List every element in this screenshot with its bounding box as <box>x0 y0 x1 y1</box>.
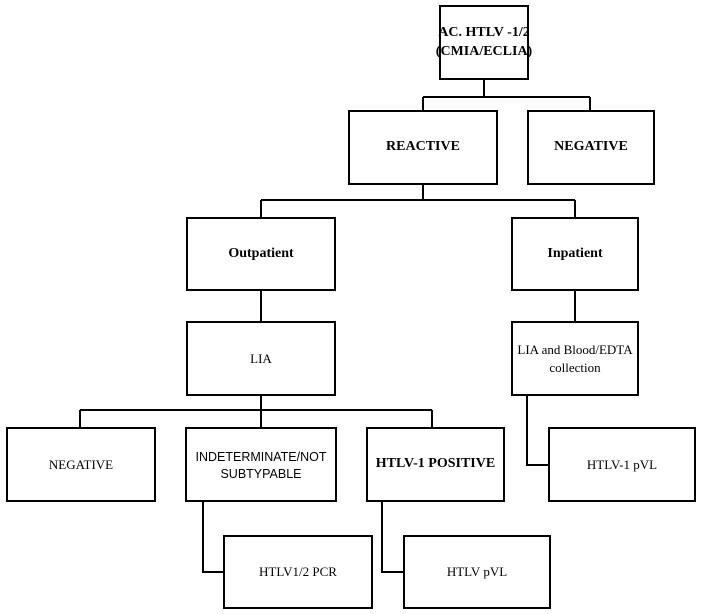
node-outpatient-label: Outpatient <box>228 245 294 261</box>
node-reactive: REACTIVE <box>348 110 498 185</box>
node-negative-lia: NEGATIVE <box>6 427 156 502</box>
node-htlv1-pvl-label: HTLV-1 pVL <box>586 456 658 472</box>
connector-positive-pvl <box>381 501 404 573</box>
node-root: AC. HTLV -1/2 (CMIA/ECLIA) <box>435 5 533 80</box>
node-negative-top: NEGATIVE <box>527 110 655 185</box>
node-htlv1-positive-label: HTLV-1 POSITIVE <box>375 456 496 472</box>
node-lia-blood-label: LIA and Blood/EDTA collection <box>517 341 633 375</box>
node-lia-blood: LIA and Blood/EDTA collection <box>511 321 639 396</box>
connector-lia-blood-pvl <box>526 395 549 466</box>
node-root-label: AC. HTLV -1/2 (CMIA/ECLIA) <box>435 24 533 59</box>
node-lia-label: LIA <box>250 350 272 366</box>
node-htlv12-pcr-label: HTLV1/2 PCR <box>259 564 337 580</box>
node-inpatient-label: Inpatient <box>547 245 603 261</box>
node-htlv-pvl: HTLV pVL <box>403 535 551 609</box>
connector-indeterminate-pcr <box>202 501 224 573</box>
node-indeterminate: INDETERMINATE/NOT SUBTYPABLE <box>185 427 337 502</box>
node-htlv-pvl-label: HTLV pVL <box>446 564 508 580</box>
node-reactive-label: REACTIVE <box>386 139 460 155</box>
node-inpatient: Inpatient <box>511 217 639 291</box>
node-htlv1-pvl: HTLV-1 pVL <box>548 427 696 502</box>
node-negative-top-label: NEGATIVE <box>554 139 628 155</box>
node-htlv1-positive: HTLV-1 POSITIVE <box>366 427 505 502</box>
node-outpatient: Outpatient <box>186 217 336 291</box>
node-lia: LIA <box>186 321 336 396</box>
node-htlv12-pcr: HTLV1/2 PCR <box>223 535 373 609</box>
node-negative-lia-label: NEGATIVE <box>48 456 114 472</box>
node-indeterminate-label: INDETERMINATE/NOT SUBTYPABLE <box>195 450 327 481</box>
